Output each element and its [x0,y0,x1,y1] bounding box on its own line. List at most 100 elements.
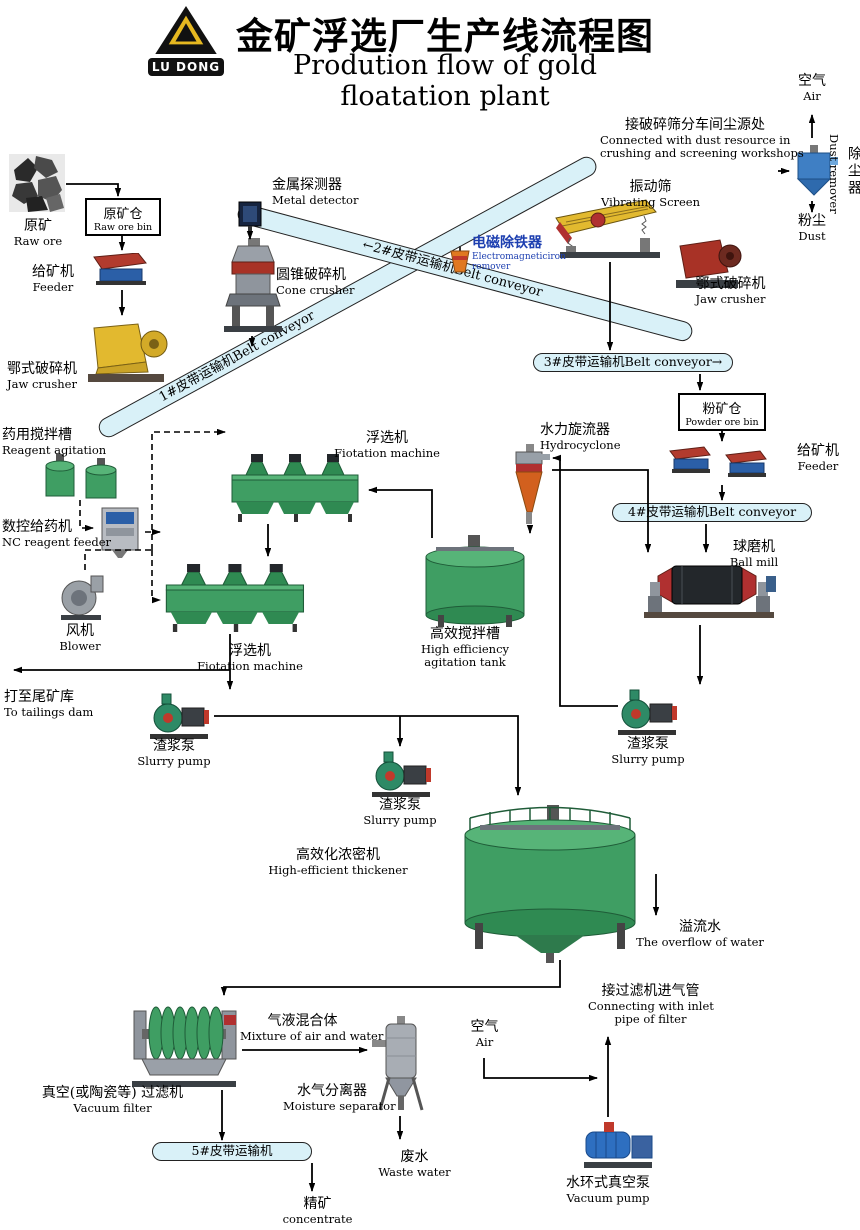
slurry-pump-3-graphic [616,688,680,740]
feeder-right-graphic [668,443,772,487]
en-text: Ball mill [729,554,779,569]
belt-conveyor-3: 3#皮带运输机Belt conveyor→ [533,353,733,372]
zh-text: 废水 [400,1149,429,1165]
zh-text: 水力旋流器 [540,422,610,438]
en-text: High-efficient thickener [268,862,408,877]
en-text: Slurry pump [611,751,685,766]
zh-text: 振动筛 [629,179,672,195]
en-text: Air [803,88,821,103]
cone-crusher-graphic [222,238,284,338]
en-text: Vacuum pump [566,1190,650,1205]
en-text: Fiotation machine [197,658,303,673]
en-text: Mixture of air and water [240,1028,384,1043]
en-text: Feeder [32,279,74,294]
en-text: Connected with dust resource in [600,132,791,147]
label-slurry-pump-3: 渣浆泵 Slurry pump [606,736,690,766]
feeder-left-graphic [92,252,152,291]
en-text: Jaw crusher [7,376,77,391]
zh-text: 高效化浓密机 [296,847,380,863]
metal-detector-graphic [236,200,264,238]
electromagnetic-iron-remover-graphic [449,246,471,282]
zh-text: 数控给药机 [2,519,72,535]
blower-graphic [55,570,109,626]
zh-text: 原矿 [24,218,52,234]
label-waste-water: 废水 Waste water [372,1149,457,1179]
label-jaw-crusher-right: 鄂式破碎机 Jaw crusher [688,276,773,306]
label-moisture-separator: 水气分离器 Moisture separator [283,1083,396,1113]
en-text: Waste water [378,1164,451,1179]
zh-text: 空气 [470,1019,499,1035]
en-text: Slurry pump [363,812,437,827]
zh-text: 金属探测器 [272,177,342,193]
zh-text: 打至尾矿库 [4,689,74,705]
zh-text: 空气 [798,73,826,89]
logo: LU DONG [148,6,224,76]
flotation-machine-1-graphic [228,450,364,526]
en-text: remover [472,262,511,273]
en-text: Raw ore bin [93,222,153,233]
en-text: NC reagent feeder [2,534,112,549]
en-text: pipe of filter [614,1012,687,1027]
en-text: Vacuum filter [73,1100,152,1115]
zh-text: 电磁除铁器 [472,235,542,251]
zh-text: 给矿机 [797,443,839,459]
en-text: Hydrocyclone [540,437,621,452]
label-slurry-pump-2: 渣浆泵 Slurry pump [358,797,442,827]
label-cone-crusher: 圆锥破碎机 Cone crusher [276,267,376,297]
zh-text: 原矿仓 [103,207,143,222]
label-nc-reagent-feeder: 数控给药机 NC reagent feeder [2,519,112,549]
en-text: Slurry pump [137,753,211,768]
jaw-crusher-left-graphic [82,322,170,388]
zh-text: 溢流水 [679,919,721,935]
label-overflow-water: 溢流水 The overflow of water [635,919,765,949]
label-hydrocyclone: 水力旋流器 Hydrocyclone [540,422,630,452]
en-text: Feeder [797,458,839,473]
powder-ore-bin-box: 粉矿仓 Powder ore bin [678,393,766,431]
label-concentrate: 精矿 concentrate [270,1196,365,1226]
label-metal-detector: 金属探测器 Metal detector [272,177,382,207]
zh-text: 气液混合体 [267,1013,338,1029]
agitation-tank-graphic [418,535,533,631]
zh-text: 鄂式破碎机 [7,361,77,377]
zh-text: 鄂式破碎机 [695,276,766,292]
label-filter-inlet: 接过滤机进气管 Connecting with inlet pipe of fi… [588,983,714,1027]
label-dust-remover-zh: 除尘器 [846,146,860,197]
zh-text: 粉矿仓 [702,402,742,417]
flotation-machine-2-graphic [162,560,310,636]
en-text: Fiotation machine [334,445,440,460]
moisture-separator-graphic [372,1016,430,1120]
en-text: Moisture separator [283,1098,396,1113]
en-text: Raw ore [13,233,63,248]
zh-text: 水环式真空泵 [566,1175,650,1191]
en-text: crushing and screening workshops [600,146,804,161]
en-text: Reagent agitation [2,442,107,457]
en-text: Jaw crusher [695,291,766,306]
zh-text: 给矿机 [32,264,74,280]
zh-text: 药用搅拌槽 [2,427,72,443]
en-text: concentrate [282,1211,353,1226]
label-air-bottom: 空气 Air [462,1019,507,1049]
label-thickener: 高效化浓密机 High-efficient thickener [268,847,408,877]
label-electromagnetic-iron-remover: 电磁除铁器 Electromagneticiron remover [472,235,582,273]
belt-conveyor-4: 4#皮带运输机Belt conveyor [612,503,812,522]
en-text: To tailings dam [4,704,94,719]
en-text: Air [475,1034,494,1049]
page-title: 金矿浮选厂生产线流程图 [236,14,654,58]
ball-mill-graphic [642,556,778,628]
zh-text: 风机 [66,623,94,639]
label-feeder-left: 给矿机 Feeder [18,264,88,294]
belt-conveyor-5: 5#皮带运输机 [152,1142,312,1161]
jaw-crusher-right-graphic [672,238,744,296]
reagent-agitation-tanks-graphic [42,452,120,506]
label-raw-ore: 原矿 Raw ore [0,218,76,248]
zh-text: 接过滤机进气管 [601,983,700,999]
en-text: Cone crusher [276,282,355,297]
label-jaw-crusher-left: 鄂式破碎机 Jaw crusher [4,361,80,391]
en-text: Blower [59,638,101,653]
label-slurry-pump-1: 渣浆泵 Slurry pump [132,738,216,768]
label-dust-remover-en: Dust remover [827,134,841,214]
label-agitation-tank: 高效搅拌槽 High efficiency agitation tank [415,626,515,669]
page-subtitle: Prodution flow of gold floatation plant [293,50,597,112]
en-text: High efficiency [420,641,510,656]
